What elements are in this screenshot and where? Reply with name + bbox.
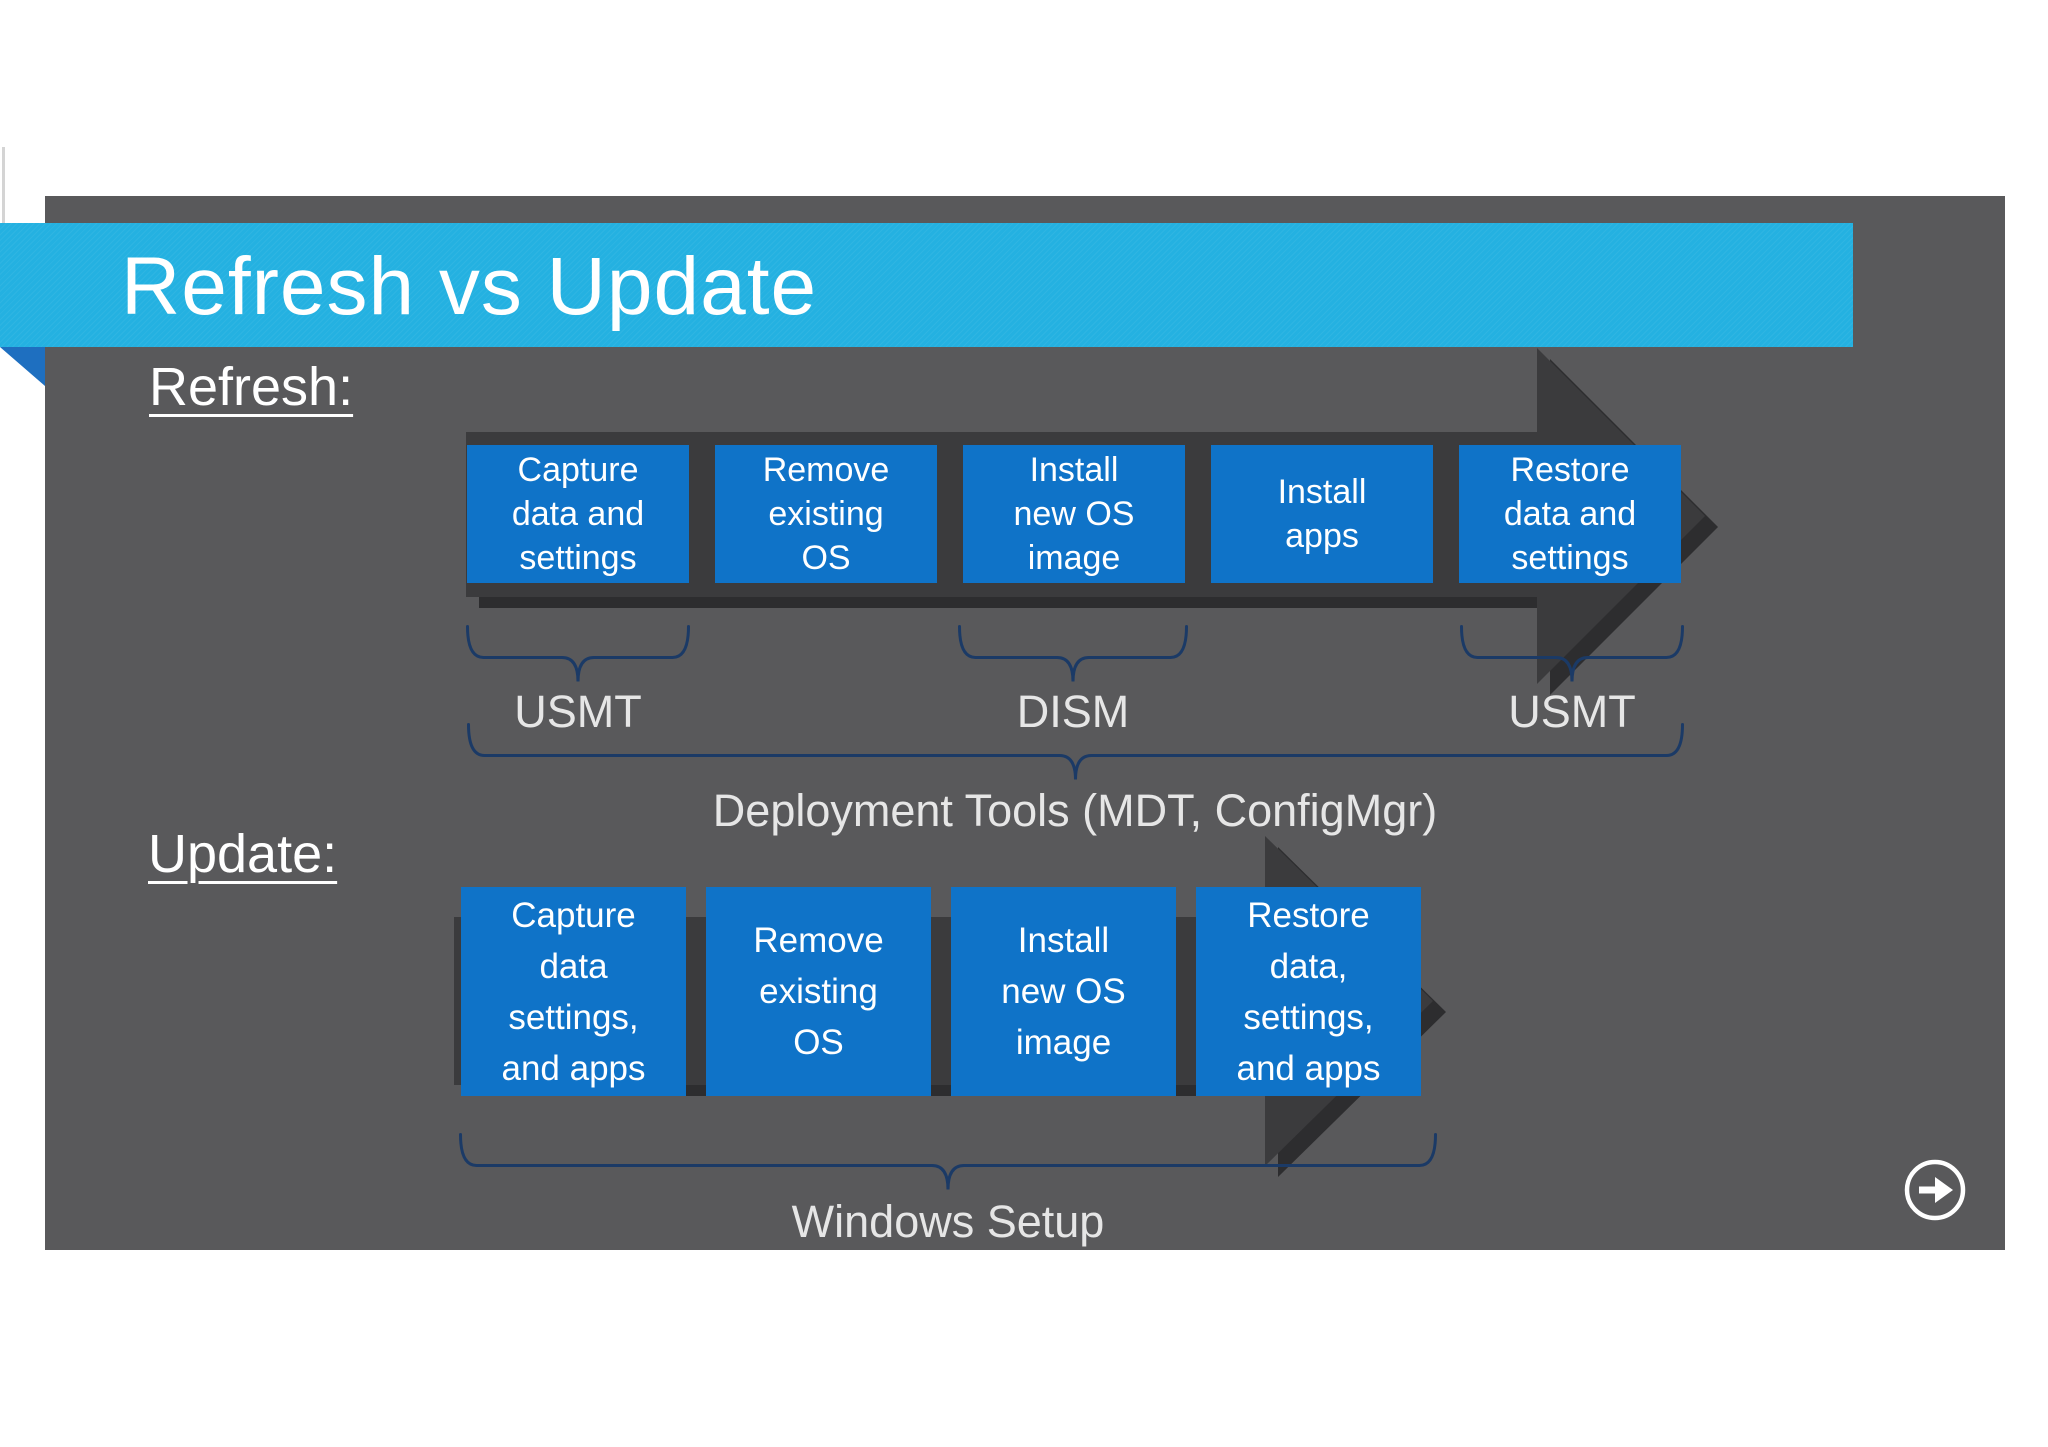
step-line: Restore [1247, 895, 1370, 935]
step-line: settings [519, 539, 637, 577]
step-box: Restore data and settings [1459, 445, 1681, 583]
step-line: Install [1029, 451, 1119, 489]
page-edge-line [2, 147, 5, 223]
update-steps-row: Capture data settings, and apps Remove existi… [461, 887, 1421, 1096]
update-section-label: Update: [148, 824, 338, 884]
step-box: Capture data settings, and apps [461, 887, 686, 1096]
update-arrow [454, 836, 1433, 1166]
step-line: settings, [508, 997, 639, 1037]
title-banner: Refresh vs Update [0, 223, 1853, 347]
step-line: Remove [762, 451, 890, 489]
step-line: data and [511, 495, 645, 533]
refresh-section-label: Refresh: [149, 357, 354, 417]
usmt-bracket-left [466, 625, 690, 682]
tool-label-usmt-2: USMT [1508, 686, 1636, 737]
step-line: new OS [1001, 972, 1126, 1011]
step-line: image [1015, 1023, 1112, 1062]
dism-bracket [958, 625, 1188, 682]
tool-label-usmt-0: USMT [514, 686, 642, 737]
step-line: Capture [511, 895, 636, 935]
step-line: and apps [501, 1048, 646, 1088]
windows-setup-bracket [459, 1133, 1437, 1190]
step-line: settings, [1243, 997, 1374, 1037]
step-line: Restore [1510, 451, 1630, 489]
step-box: Install new OS image [963, 445, 1185, 583]
step-line: Install [1017, 921, 1110, 960]
step-line: data and [1503, 495, 1637, 533]
step-box: Install new OS image [951, 887, 1176, 1096]
tool-label-dism-1: DISM [1016, 686, 1130, 737]
step-line: Install [1277, 473, 1367, 511]
usmt-bracket-right [1460, 625, 1684, 682]
step-line: settings [1511, 539, 1629, 577]
step-line: existing [759, 972, 878, 1011]
step-line: OS [793, 1023, 844, 1062]
step-line: image [1027, 539, 1121, 577]
step-box: Install apps [1211, 445, 1433, 583]
slide-title: Refresh vs Update [121, 241, 818, 332]
arrow-right-icon [1904, 1159, 1966, 1221]
step-line: Capture [517, 451, 639, 489]
step-line: data [539, 946, 608, 986]
step-line: existing [768, 495, 884, 533]
next-slide-button[interactable] [1903, 1158, 1967, 1222]
step-line: new OS [1013, 495, 1135, 533]
ribbon-fold [0, 347, 45, 386]
slide-canvas: Refresh vs Update Refresh: Capture data a… [0, 196, 2005, 1250]
step-line: Remove [753, 921, 884, 960]
step-line: apps [1285, 517, 1359, 555]
step-line: OS [801, 539, 851, 577]
windows-setup-label: Windows Setup [791, 1196, 1105, 1247]
step-box: Capture data and settings [467, 445, 689, 583]
deployment-tools-bracket [467, 723, 1684, 780]
step-line: and apps [1236, 1048, 1381, 1088]
step-box: Restore data, settings, and apps [1196, 887, 1421, 1096]
step-line: data, [1269, 946, 1348, 986]
deployment-tools-label: Deployment Tools (MDT, ConfigMgr) [712, 785, 1438, 836]
